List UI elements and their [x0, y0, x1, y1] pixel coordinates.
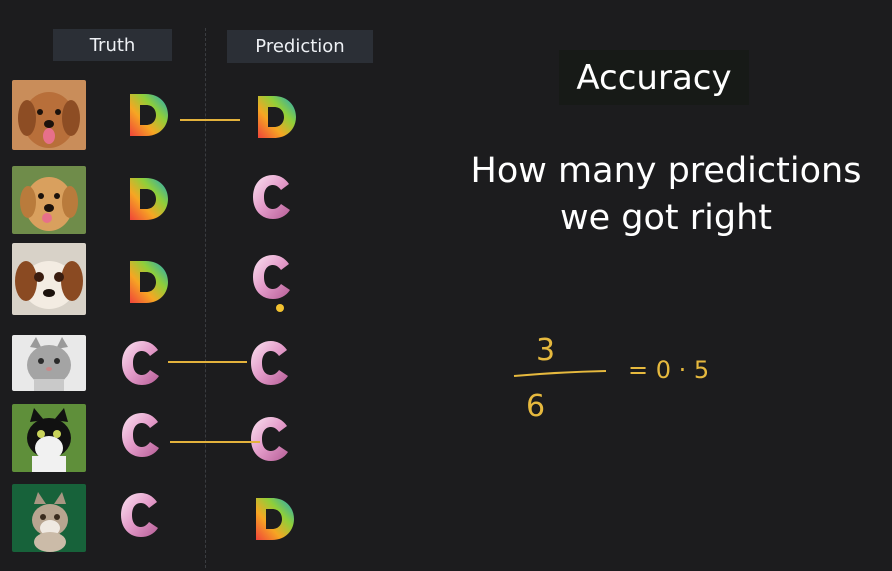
prediction-dog-icon	[250, 492, 296, 546]
cat-photo-3	[12, 484, 86, 552]
fraction-bar	[513, 370, 607, 377]
dog-photo-1	[12, 80, 86, 150]
prediction-dog-icon	[252, 90, 298, 144]
prediction-cat-icon	[247, 336, 293, 390]
cat-photo-1	[12, 335, 86, 391]
truth-cat-icon	[117, 488, 163, 542]
prediction-header: Prediction	[227, 30, 373, 63]
pointer-dot	[276, 304, 284, 312]
prediction-cat-icon	[249, 170, 295, 224]
truth-cat-icon	[118, 408, 164, 462]
match-line	[168, 361, 247, 363]
truth-cat-icon	[118, 336, 164, 390]
column-divider	[205, 28, 206, 568]
slide-title: Accuracy	[559, 50, 749, 105]
subtitle-line-2: we got right	[560, 198, 772, 238]
cat-photo-2	[12, 404, 86, 472]
formula-denominator: 6	[526, 389, 545, 424]
match-line	[180, 119, 240, 121]
handwritten-formula: 3 6 = 0 · 5	[513, 333, 709, 424]
truth-header: Truth	[53, 29, 172, 61]
prediction-cat-icon	[247, 412, 293, 466]
subtitle-line-1: How many predictions	[470, 151, 862, 191]
formula-numerator: 3	[536, 333, 555, 368]
dog-photo-2	[12, 166, 86, 234]
formula-result: = 0 · 5	[628, 356, 709, 384]
match-line	[170, 441, 260, 443]
prediction-cat-icon	[249, 250, 295, 304]
truth-dog-icon	[124, 88, 170, 142]
truth-dog-icon	[124, 255, 170, 309]
truth-dog-icon	[124, 172, 170, 226]
dog-photo-3	[12, 243, 86, 315]
